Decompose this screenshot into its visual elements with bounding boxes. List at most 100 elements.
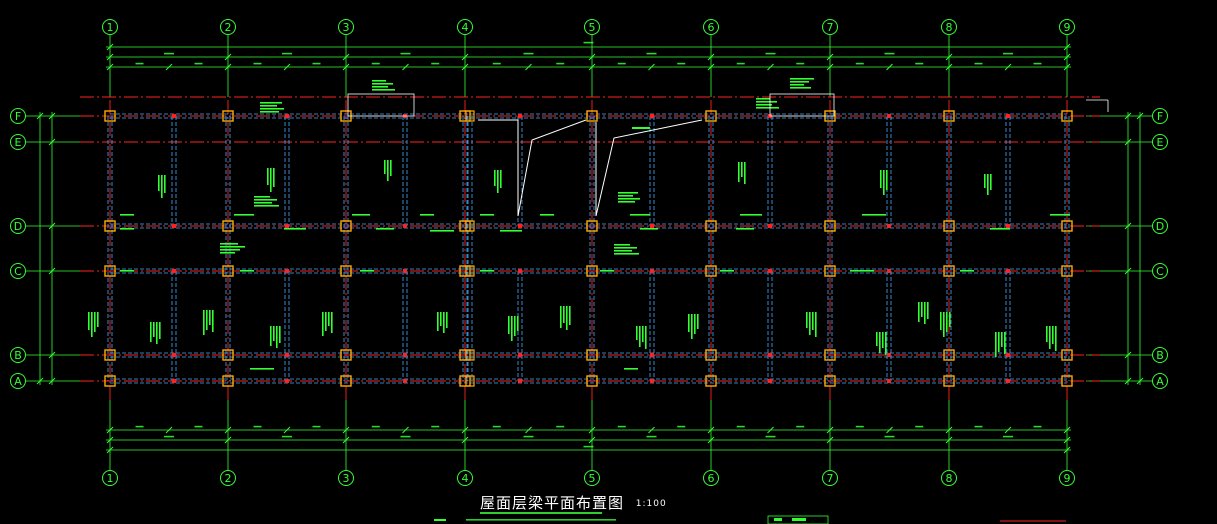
annotation-line xyxy=(815,312,817,337)
dim-chain-right-overall-tick xyxy=(1136,112,1144,120)
annotation-line xyxy=(1046,326,1048,342)
annotation-line xyxy=(430,230,454,232)
dim-chain-bottom-overall-tick xyxy=(106,446,114,454)
junction-marker xyxy=(403,269,407,273)
annotation-line xyxy=(260,105,277,107)
annotation-line xyxy=(756,107,779,109)
dim-chain-top-bays-tick xyxy=(707,53,715,61)
annotation-line xyxy=(642,326,644,342)
junction-marker xyxy=(650,269,654,273)
dim-chain-left-bays-tick xyxy=(48,138,56,146)
annotation-line xyxy=(91,312,93,337)
beam-annotation xyxy=(600,270,614,272)
dim-chain-bottom-detail-tick xyxy=(461,426,469,434)
title-block-mark xyxy=(774,518,782,521)
annotation-line xyxy=(614,244,630,246)
dim-chain-top-detail-tick xyxy=(648,63,655,71)
dim-chain-top-detail-tick xyxy=(461,63,469,71)
annotation-line xyxy=(273,168,275,187)
axis-bubble-circle xyxy=(220,19,236,35)
axis-bubble-label: A xyxy=(14,375,22,388)
axis-bubble-label: A xyxy=(1156,375,1164,388)
axis-bubble-bottom-1: 1 xyxy=(102,470,118,486)
annotation-line xyxy=(240,270,254,272)
dim-text-mark xyxy=(431,425,440,428)
junction-marker xyxy=(887,353,891,357)
annotation-line xyxy=(741,162,743,177)
dim-chain-bottom-detail-tick xyxy=(165,426,173,434)
rebar-callout-line xyxy=(595,119,703,217)
annotation-line xyxy=(88,312,90,330)
dim-chain-top-bays-tick xyxy=(224,53,232,61)
beam-annotation xyxy=(614,244,639,255)
annotation-line xyxy=(1050,214,1070,216)
annotation-line xyxy=(738,162,740,182)
annotation-line xyxy=(740,214,762,216)
annotation-line xyxy=(882,332,884,348)
beam-lines xyxy=(107,113,1070,384)
beam-annotation xyxy=(372,80,395,91)
annotation-line xyxy=(120,228,134,230)
annotation-line xyxy=(636,326,638,340)
beam-annotation xyxy=(624,368,638,370)
axis-bubble-label: 4 xyxy=(462,21,469,34)
column-marker xyxy=(104,110,116,122)
dim-chain-bottom-detail-tick xyxy=(224,426,232,434)
beam-annotation xyxy=(158,175,166,198)
axis-bubble-label: 4 xyxy=(462,472,469,485)
beam-annotation xyxy=(1046,326,1057,351)
dim-chain-top-detail-tick xyxy=(342,63,350,71)
dim-chain-bottom-detail-tick xyxy=(826,426,834,434)
column-markers xyxy=(104,110,1073,387)
junction-marker xyxy=(887,379,891,383)
dim-chain-top-bays-tick xyxy=(945,53,953,61)
annotation-line xyxy=(254,205,279,207)
dim-text-mark xyxy=(765,435,776,438)
axis-bubble-circle xyxy=(10,347,26,363)
axis-bubble-bottom-4: 4 xyxy=(457,470,473,486)
dim-text-mark xyxy=(796,425,805,428)
axis-bubble-circle xyxy=(1152,373,1168,389)
annotation-line xyxy=(618,195,633,197)
beam-annotation xyxy=(618,192,640,203)
column-marker xyxy=(459,349,471,361)
annotation-line xyxy=(480,270,494,272)
annotation-line xyxy=(220,249,240,251)
annotation-line xyxy=(279,326,281,343)
axis-bubble-right-D: D xyxy=(1152,218,1168,234)
annotation-line xyxy=(809,312,811,335)
column-marker xyxy=(1061,220,1073,232)
beam-annotation xyxy=(480,270,494,272)
axis-bubble-label: 7 xyxy=(827,21,834,34)
annotation-line xyxy=(508,316,510,334)
junction-marker xyxy=(768,379,772,383)
annotation-line xyxy=(164,175,166,193)
dim-text-mark xyxy=(736,425,745,428)
annotation-line xyxy=(560,306,562,328)
annotation-line xyxy=(372,83,393,85)
annotation-line xyxy=(250,368,274,370)
column-marker xyxy=(340,265,352,277)
axis-bubble-label: 8 xyxy=(946,21,953,34)
beam-annotation xyxy=(984,174,992,195)
dim-chain-left-bays-tick xyxy=(48,377,56,385)
axis-bubble-label: E xyxy=(15,136,22,149)
axis-bubble-left-F: F xyxy=(10,108,26,124)
annotation-line xyxy=(806,312,808,328)
drawing-title-underline xyxy=(480,512,602,514)
annotation-line xyxy=(270,168,272,192)
junction-marker xyxy=(1006,353,1010,357)
dim-text-mark xyxy=(765,52,776,55)
column-marker xyxy=(824,265,836,277)
annotation-line xyxy=(390,160,392,176)
junction-marker xyxy=(768,269,772,273)
axis-bubble-top-9: 9 xyxy=(1059,19,1075,35)
dim-chain-bottom-detail-tick xyxy=(648,426,655,434)
annotation-line xyxy=(918,302,920,322)
dim-chain-top-bays-tick xyxy=(342,53,350,61)
dim-chain-bottom-bays-tick xyxy=(106,436,114,444)
axis-bubble-label: 2 xyxy=(225,21,232,34)
dim-chain-bottom-detail-tick xyxy=(525,426,532,434)
annotation-line xyxy=(688,314,690,332)
column-marker xyxy=(465,265,475,277)
